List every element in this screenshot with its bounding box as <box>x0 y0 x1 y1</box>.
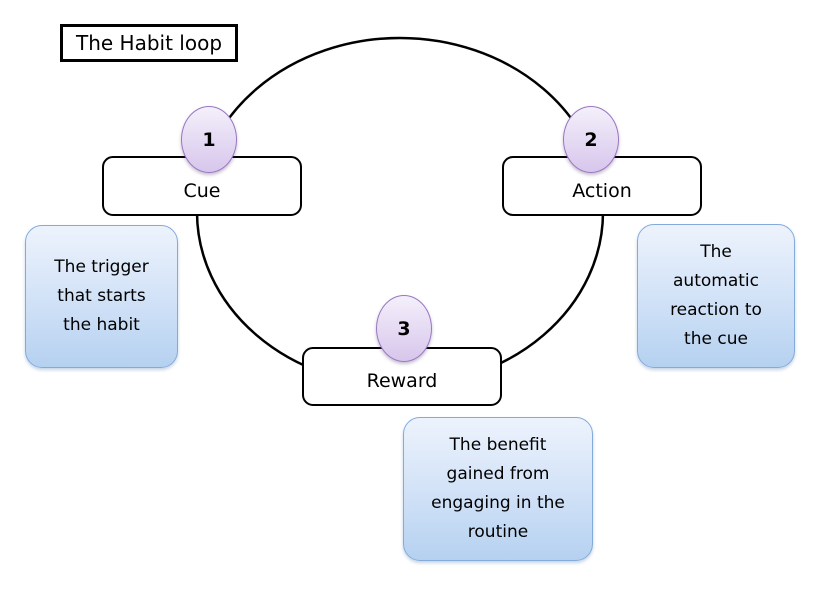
step-badge-1-number: 1 <box>202 128 216 151</box>
callout-text-line: The benefit <box>449 435 547 455</box>
node-action-label: Action <box>572 179 632 202</box>
callout-reward-description: The benefit gained from engaging in the rou… <box>403 417 593 561</box>
callout-text-line: routine <box>467 522 529 542</box>
callout-text-line: that starts <box>57 286 146 306</box>
step-badge-3-number: 3 <box>397 317 411 340</box>
node-cue-label: Cue <box>183 179 221 202</box>
callout-text-line: automatic <box>673 271 759 291</box>
step-badge-2: 2 <box>563 106 619 173</box>
callout-action-description: The automatic reaction to the cue <box>637 224 795 368</box>
diagram-title-box: The Habit loop <box>60 24 238 62</box>
callout-text-line: The <box>700 242 732 262</box>
diagram-title: The Habit loop <box>75 31 223 55</box>
step-badge-2-number: 2 <box>584 128 598 151</box>
callout-text-line: The trigger <box>54 257 149 277</box>
callout-text-line: reaction to <box>670 300 762 320</box>
callout-text-line: engaging in the <box>431 493 565 513</box>
callout-text-line: gained from <box>446 464 550 484</box>
node-reward-label: Reward <box>366 370 438 392</box>
step-badge-3: 3 <box>376 295 432 362</box>
callout-text-line: the habit <box>63 315 140 335</box>
callout-cue-description: The trigger that starts the habit <box>25 225 178 368</box>
callout-text-line: the cue <box>684 329 748 349</box>
step-badge-1: 1 <box>181 106 237 173</box>
